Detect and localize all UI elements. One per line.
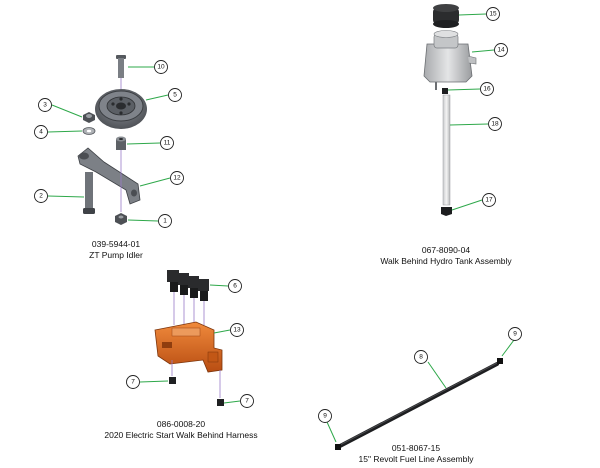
fuel-line-clamp-right-part <box>497 358 503 364</box>
callout-bubble: 12 <box>170 171 184 185</box>
assembly-labels: 039-5944-01 ZT Pump Idler 067-8090-04 Wa… <box>89 239 512 464</box>
svg-text:5: 5 <box>173 92 177 99</box>
assembly-part-number: 086-0008-20 <box>157 419 205 429</box>
harness-group <box>139 270 241 406</box>
tank-fitting-part <box>442 88 448 94</box>
assembly-name: 2020 Electric Start Walk Behind Harness <box>104 430 257 440</box>
tank-tube-part <box>442 94 451 206</box>
svg-text:8: 8 <box>419 354 423 361</box>
svg-text:16: 16 <box>483 86 491 93</box>
svg-text:7: 7 <box>131 379 135 386</box>
svg-text:17: 17 <box>485 197 493 204</box>
callout-bubble: 15 <box>486 7 500 21</box>
callout-bubble: 11 <box>160 136 174 150</box>
callout-bubble: 7 <box>240 394 254 408</box>
idler-arm-part <box>77 147 141 205</box>
svg-text:15: 15 <box>489 11 497 18</box>
callout-bubble: 17 <box>482 193 496 207</box>
callout-bubble: 3 <box>38 98 52 112</box>
assembly-name: ZT Pump Idler <box>89 250 143 260</box>
callout-bubble: 1 <box>158 214 172 228</box>
svg-text:9: 9 <box>513 331 517 338</box>
assembly-part-number: 039-5944-01 <box>92 239 140 249</box>
tank-body-part <box>423 30 477 90</box>
idler-pivot-bolt-part <box>83 172 95 214</box>
idler-pulley-part <box>95 89 147 129</box>
fuel-line-clamp-left-part <box>335 444 341 450</box>
tank-elbow-part <box>441 207 452 216</box>
callout-bubble: 9 <box>318 409 332 423</box>
fuel-line-hose-part <box>338 362 499 448</box>
svg-text:13: 13 <box>233 327 241 334</box>
callout-bubble: 16 <box>480 82 494 96</box>
callout-bubble: 2 <box>34 189 48 203</box>
svg-text:14: 14 <box>497 47 505 54</box>
assembly-name: 15" Revolt Fuel Line Assembly <box>359 454 475 464</box>
svg-text:2: 2 <box>39 193 43 200</box>
svg-text:18: 18 <box>491 121 499 128</box>
svg-text:10: 10 <box>157 64 165 71</box>
tank-cap-part <box>433 4 459 28</box>
callout-bubble: 8 <box>414 350 428 364</box>
hydro-tank-group <box>423 4 495 216</box>
harness-terminal-right-part <box>217 399 224 406</box>
callout-bubble: 9 <box>508 327 522 341</box>
callout-bubble: 14 <box>494 43 508 57</box>
idler-locknut-part <box>115 150 127 225</box>
callout-bubble: 5 <box>168 88 182 102</box>
svg-text:9: 9 <box>323 413 327 420</box>
assembly-part-number: 051-8067-15 <box>392 443 440 453</box>
harness-terminal-left-part <box>169 377 176 384</box>
idler-spacer-part <box>116 136 126 150</box>
callout-bubble: 18 <box>488 117 502 131</box>
svg-text:1: 1 <box>163 218 167 225</box>
idler-nut-part <box>83 112 95 123</box>
callout-bubble: 13 <box>230 323 244 337</box>
svg-text:7: 7 <box>245 398 249 405</box>
svg-text:3: 3 <box>43 102 47 109</box>
svg-text:12: 12 <box>173 175 181 182</box>
svg-text:11: 11 <box>164 140 171 147</box>
callout-bubble: 7 <box>126 375 140 389</box>
svg-text:4: 4 <box>39 129 43 136</box>
idler-bolt-part <box>116 55 126 90</box>
assembly-part-number: 067-8090-04 <box>422 245 470 255</box>
harness-connector-block-part <box>167 270 209 301</box>
callout-bubbles: 10 5 3 4 11 12 2 1 15 14 16 18 17 6 13 7… <box>34 7 522 423</box>
callout-bubble: 4 <box>34 125 48 139</box>
zt-pump-idler-group <box>47 55 171 225</box>
callout-bubble: 10 <box>154 60 168 74</box>
assembly-name: Walk Behind Hydro Tank Assembly <box>380 256 512 266</box>
fuel-line-group <box>326 339 515 450</box>
svg-text:6: 6 <box>233 283 237 290</box>
callout-bubble: 6 <box>228 279 242 293</box>
idler-washer-part <box>82 127 96 135</box>
harness-body-part <box>154 321 223 373</box>
